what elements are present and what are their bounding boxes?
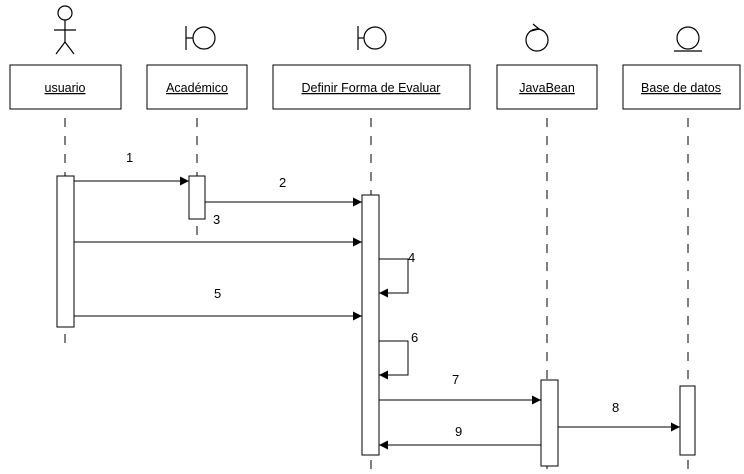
participant-label-javabean: JavaBean xyxy=(519,81,575,95)
participant-label-academico: Académico xyxy=(166,81,228,95)
message-label-2: 2 xyxy=(279,175,286,190)
participant-usuario: usuario xyxy=(9,64,122,110)
boundary-icon-definir xyxy=(357,26,387,50)
activation-usuario xyxy=(56,175,75,328)
activation-bd xyxy=(679,385,696,456)
message-label-9: 9 xyxy=(455,424,462,439)
participant-label-usuario: usuario xyxy=(45,81,86,95)
participant-academico: Académico xyxy=(146,64,248,110)
message-label-7: 7 xyxy=(452,372,459,387)
message-label-3: 3 xyxy=(213,212,220,227)
activation-javabean xyxy=(540,379,559,467)
control-icon xyxy=(525,23,549,52)
participant-bd: Base de datos xyxy=(622,64,741,110)
actor-icon xyxy=(54,5,76,55)
participant-label-bd: Base de datos xyxy=(641,81,721,95)
activation-definir xyxy=(361,194,380,456)
message-label-1: 1 xyxy=(126,150,133,165)
boundary-icon-academico xyxy=(185,26,216,50)
message-label-5: 5 xyxy=(214,286,221,301)
message-arrow-4 xyxy=(379,258,409,298)
activation-academico xyxy=(188,175,206,220)
participant-javabean: JavaBean xyxy=(496,64,598,110)
message-label-8: 8 xyxy=(612,400,619,415)
message-label-4: 4 xyxy=(408,250,415,265)
participant-label-definir: Definir Forma de Evaluar xyxy=(302,81,441,95)
participant-definir: Definir Forma de Evaluar xyxy=(272,64,471,110)
message-arrow-6 xyxy=(379,340,409,380)
message-label-6: 6 xyxy=(411,330,418,345)
entity-icon xyxy=(674,26,702,52)
